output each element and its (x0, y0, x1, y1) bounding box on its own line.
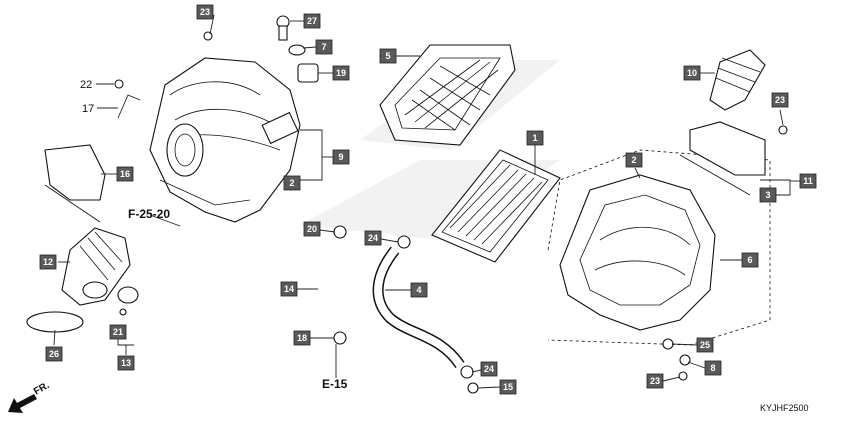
drain-hose-right (372, 246, 465, 369)
front-direction-label: FR. (32, 380, 52, 398)
callout-14: 14 (284, 284, 294, 294)
callout-18: 18 (297, 333, 307, 343)
callout-6: 6 (747, 255, 752, 265)
callout-12: 12 (43, 257, 53, 267)
callout-21: 21 (113, 327, 123, 337)
callout-2-right: 2 (631, 155, 636, 165)
air-filter-element (431, 149, 561, 263)
callout-27: 27 (307, 16, 317, 26)
callout-17: 17 (82, 103, 94, 115)
callout-24: 24 (368, 233, 378, 243)
intake-funnel (26, 227, 139, 333)
callout-7: 7 (321, 42, 326, 52)
callout-4: 4 (416, 285, 421, 295)
callout-23-right: 23 (775, 95, 785, 105)
air-cleaner-lower-case (559, 174, 716, 331)
callout-20: 20 (307, 224, 317, 234)
callout-23-lower: 23 (650, 376, 660, 386)
callouts: 23 27 7 19 22 17 9 2 16 12 26 21 13 5 1 … (39, 4, 817, 395)
callout-26: 26 (49, 349, 59, 359)
reference-e-15: E-15 (322, 377, 348, 391)
intake-cover (44, 144, 106, 223)
reference-f-25-20: F-25-20 (128, 207, 170, 221)
drain-hose-left (316, 243, 345, 331)
callout-22: 22 (80, 79, 92, 91)
callout-25: 25 (700, 340, 710, 350)
callout-16: 16 (120, 169, 130, 179)
callout-11: 11 (803, 176, 813, 186)
callout-23: 23 (200, 7, 210, 17)
callout-3: 3 (765, 190, 770, 200)
callout-8: 8 (710, 363, 715, 373)
front-direction-arrow: FR. (8, 380, 52, 413)
callout-5: 5 (385, 51, 390, 61)
diagram-code: KYJHF2500 (760, 403, 809, 413)
callout-24-lower: 24 (484, 364, 494, 374)
callout-15: 15 (503, 382, 513, 392)
bracket (679, 121, 766, 196)
callout-1: 1 (532, 133, 537, 143)
callout-9: 9 (338, 152, 343, 162)
callout-19: 19 (336, 68, 346, 78)
air-cleaner-upper-case (149, 57, 301, 223)
callout-13: 13 (121, 358, 131, 368)
callout-2: 2 (289, 178, 294, 188)
resonator (709, 49, 766, 111)
element-cover (379, 44, 516, 146)
small-parts (114, 15, 788, 394)
leader-lines (53, 14, 800, 389)
callout-10: 10 (687, 68, 697, 78)
